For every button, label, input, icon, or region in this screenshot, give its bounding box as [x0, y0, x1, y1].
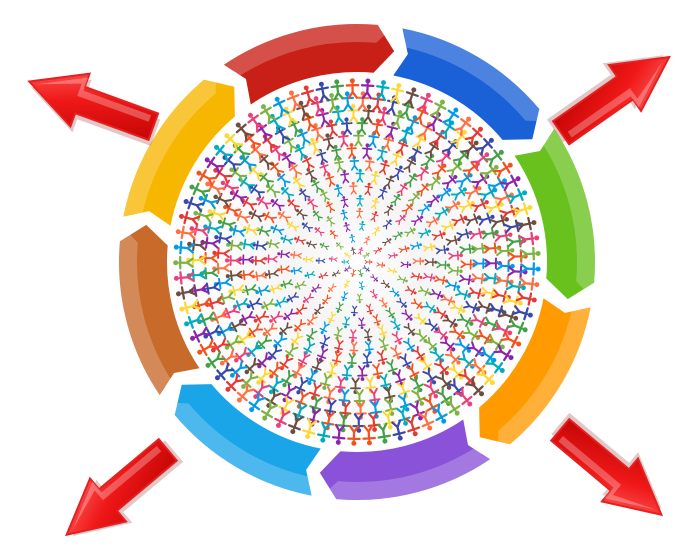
- arrow-down-right-icon: [539, 402, 680, 536]
- arrow-down-left-icon: [49, 426, 192, 548]
- arrow-up-left-icon: [18, 55, 167, 159]
